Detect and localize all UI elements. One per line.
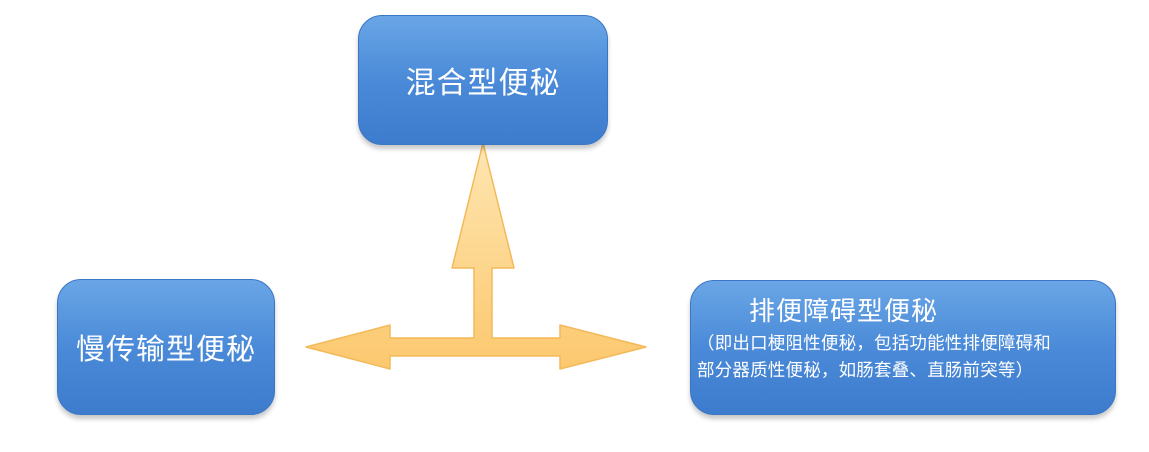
mixed-constipation-label: 混合型便秘 <box>405 66 561 101</box>
slow-transit-constipation-label: 慢传输型便秘 <box>75 332 256 366</box>
slow-transit-constipation-node: 慢传输型便秘 <box>57 279 275 415</box>
defecation-disorder-description: （即出口梗阻性便秘，包括功能性排便障碍和 部分器质性便秘，如肠套叠、直肠前突等） <box>697 331 1113 385</box>
description-line-2: 部分器质性便秘，如肠套叠、直肠前突等） <box>697 361 1034 381</box>
description-line-1: （即出口梗阻性便秘，包括功能性排便障碍和 <box>697 334 1051 354</box>
arrow-shape <box>305 142 647 370</box>
defecation-disorder-constipation-node: 排便障碍型便秘 （即出口梗阻性便秘，包括功能性排便障碍和 部分器质性便秘，如肠套… <box>690 280 1116 415</box>
mixed-constipation-node: 混合型便秘 <box>358 15 608 145</box>
defecation-disorder-constipation-label: 排便障碍型便秘 <box>749 297 939 327</box>
